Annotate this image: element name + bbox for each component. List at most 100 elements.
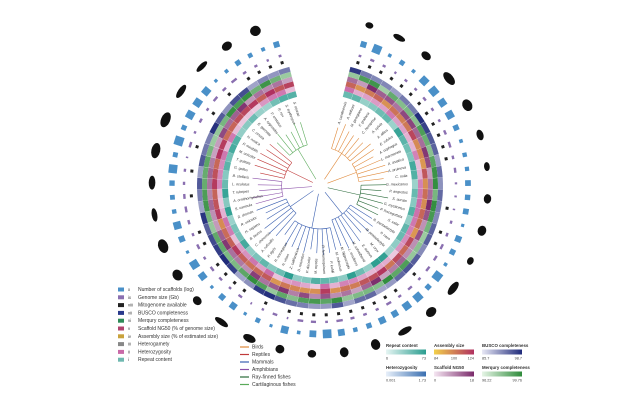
- ring-cell: [223, 250, 234, 263]
- ring-cell: [203, 223, 212, 236]
- mitogenome-mark: [246, 76, 251, 81]
- ring-cell: [225, 225, 235, 237]
- mitogenome-mark: [197, 230, 202, 235]
- tree-arc: [331, 148, 351, 162]
- tree-branch: [357, 171, 389, 179]
- ring-cell: [408, 140, 417, 152]
- key-label: Assembly size (% of estimated size): [138, 334, 218, 340]
- tree-branch: [310, 228, 315, 250]
- ring-cell: [220, 150, 229, 161]
- tree-branch: [343, 212, 362, 233]
- ring-cell: [246, 274, 259, 285]
- colorbar-title: Heterozygosity: [386, 365, 418, 370]
- species-label: S. oryzae: [292, 101, 300, 117]
- ring-cell: [432, 211, 440, 225]
- ring-cell: [390, 238, 401, 250]
- genome-size-bar: [212, 96, 219, 102]
- species-label: B. stellaris: [232, 174, 249, 180]
- mitogenome-mark: [299, 311, 304, 316]
- tree-branch: [360, 188, 382, 192]
- ring-cell: [225, 106, 237, 118]
- scaffold-count-mark: [213, 78, 219, 84]
- tree-branch: [285, 134, 297, 151]
- ring-cell: [393, 126, 404, 138]
- key-label: Scaffold NG50 (% of genome size): [138, 326, 215, 332]
- ring-cell: [320, 298, 332, 304]
- tree-branch: [300, 122, 308, 145]
- ring-cell: [437, 177, 443, 190]
- ring-cell: [273, 84, 285, 93]
- genome-size-bar: [393, 71, 397, 75]
- genome-size-bar: [451, 155, 455, 160]
- ring-cell: [246, 80, 260, 92]
- ring-cell: [258, 276, 270, 287]
- tree-branch: [331, 219, 342, 247]
- scaffold-count-mark: [444, 109, 455, 121]
- ring-cell: [215, 112, 226, 125]
- ring-cell: [346, 271, 357, 280]
- tree-branch: [269, 143, 293, 163]
- genome-size-bar: [249, 301, 253, 305]
- mitogenome-mark: [433, 241, 438, 246]
- ring-cell: [390, 87, 403, 99]
- ring-cell: [368, 79, 381, 89]
- ring-cell: [207, 189, 213, 201]
- tree-branch: [353, 156, 374, 168]
- tree-branch: [359, 196, 384, 204]
- ring-cell: [412, 126, 422, 139]
- species-label: G. mexicanus: [386, 182, 408, 186]
- scaffold-count-mark: [254, 317, 261, 324]
- ring-cell: [252, 284, 266, 295]
- clade-label: Amphibians: [252, 367, 279, 373]
- ring-cell: [197, 189, 203, 202]
- tree-arc: [351, 163, 359, 182]
- ring-cell: [365, 268, 377, 278]
- ring-cell: [351, 93, 362, 103]
- colorbar-title: Repeat content: [386, 343, 418, 348]
- ring-cell: [241, 249, 252, 260]
- ring-cell: [226, 262, 238, 275]
- mitogenome-mark: [393, 288, 398, 293]
- ring-cell: [217, 188, 223, 199]
- tree-arc: [285, 198, 297, 214]
- ring-cell: [231, 244, 242, 256]
- genome-size-bar: [297, 318, 304, 323]
- ring-cell: [215, 148, 224, 160]
- scaffold-count-mark: [371, 43, 383, 56]
- mitogenome-mark: [399, 83, 404, 89]
- scaffold-count-mark: [390, 309, 400, 319]
- mitogenome-mark: [438, 230, 443, 235]
- ring-cell: [217, 169, 224, 180]
- ring-cell: [364, 88, 376, 98]
- ring-cell: [421, 146, 430, 158]
- ring-cell: [373, 262, 385, 273]
- key-label: Genome size (Gb): [138, 295, 179, 301]
- ring-cell: [247, 99, 259, 110]
- ring-cell: [395, 230, 406, 242]
- ring-cell: [270, 277, 282, 287]
- animal-silhouette-icon: [151, 208, 158, 222]
- animal-silhouette-icon: [462, 99, 473, 112]
- ring-cell: [236, 127, 247, 138]
- ring-cell: [212, 243, 224, 257]
- ring-cell: [213, 158, 221, 170]
- ring-cell: [354, 84, 367, 93]
- genome-size-bar: [437, 118, 441, 123]
- ring-cell: [417, 243, 428, 256]
- ring-cell: [209, 209, 218, 222]
- genome-size-bar: [237, 293, 243, 299]
- ring-cell: [388, 105, 400, 117]
- tree-branch: [284, 222, 299, 247]
- genome-size-bar: [205, 107, 210, 112]
- ring-cell: [408, 160, 417, 171]
- tree-branch: [341, 135, 354, 154]
- genome-size-bar: [417, 276, 422, 281]
- tree-branch: [290, 131, 300, 149]
- ring-cell: [436, 165, 443, 178]
- ring-cell: [232, 124, 242, 135]
- animal-silhouette-icon: [307, 350, 317, 358]
- scaffold-count-mark: [448, 248, 457, 256]
- ring-cell: [370, 74, 383, 85]
- ring-cell: [269, 75, 282, 84]
- ring-cell: [266, 263, 278, 273]
